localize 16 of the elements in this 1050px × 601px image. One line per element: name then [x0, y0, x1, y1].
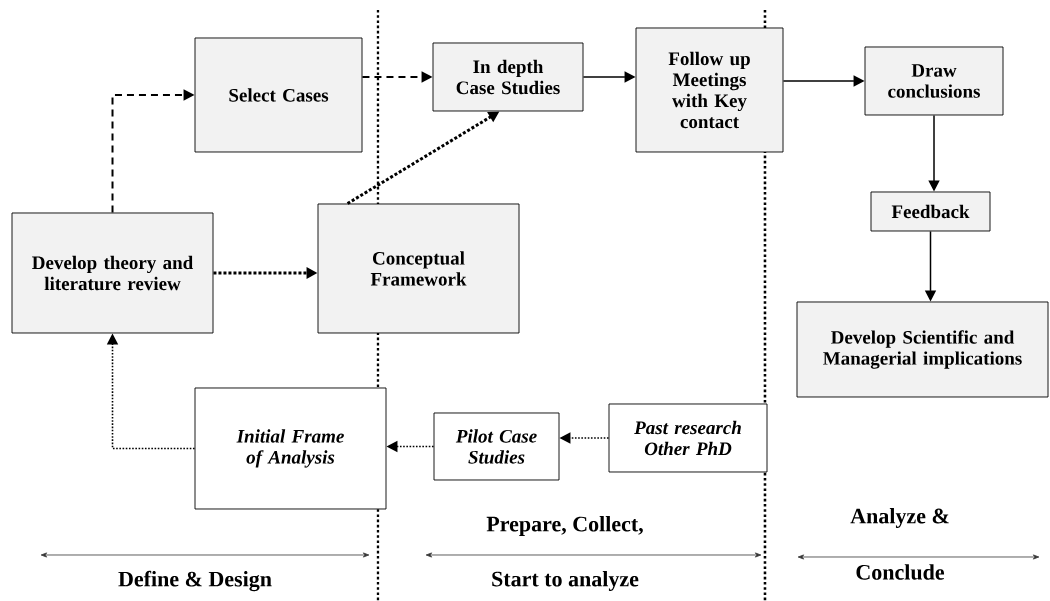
phase-label: Conclude — [856, 564, 945, 580]
process-box: Past research Other PhD — [608, 403, 768, 473]
process-box: Develop Scientific and Managerial implications — [796, 301, 1049, 398]
phase-label: Define & Design — [118, 570, 272, 592]
process-box: Select Cases — [194, 37, 363, 153]
process-box: Feedback — [870, 191, 991, 232]
process-box: Pilot Case Studies — [433, 412, 560, 481]
phase-label: Start to analyze — [492, 571, 639, 591]
process-box: Conceptual Framework — [317, 203, 520, 334]
process-box: Develop theory and literature review — [11, 212, 214, 334]
process-box: Initial Frame of Analysis — [194, 387, 387, 510]
process-box: In depth Case Studies — [432, 42, 584, 112]
phase-label: Prepare, Collect, — [486, 516, 643, 536]
phase-label: Analyze & — [850, 508, 949, 528]
process-box: Follow up Meetings with Key contact — [635, 27, 784, 153]
process-box: Draw conclusions — [864, 46, 1004, 116]
